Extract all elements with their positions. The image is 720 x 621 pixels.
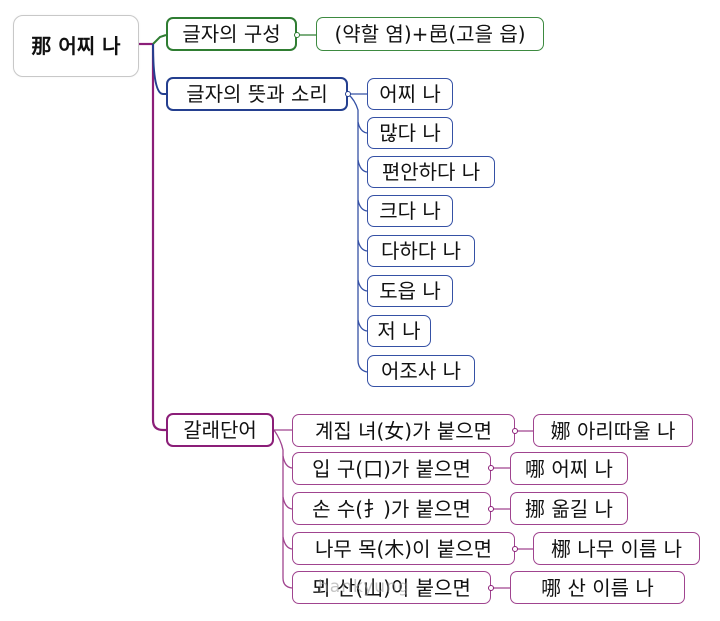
composition-item-label: (약할 염)+邑(고을 읍) bbox=[334, 22, 526, 46]
root-node: 那 어찌 나 bbox=[13, 15, 139, 77]
meaning-item-label: 어찌 나 bbox=[379, 82, 441, 106]
derived-condition: 입 구(口)가 붙으면 bbox=[292, 452, 491, 485]
connector-dot bbox=[488, 465, 494, 471]
meaning-item: 많다 나 bbox=[367, 117, 453, 149]
meaning-item-label: 많다 나 bbox=[379, 121, 441, 145]
connector-dot bbox=[488, 585, 494, 591]
derived-result: 哪 산 이름 나 bbox=[510, 571, 685, 604]
derived-result: 娜 아리따울 나 bbox=[533, 414, 693, 447]
connector-dot bbox=[512, 546, 518, 552]
meaning-item-label: 저 나 bbox=[377, 319, 421, 343]
derived-result: 梛 나무 이름 나 bbox=[533, 532, 700, 565]
connector-dot bbox=[512, 428, 518, 434]
branch-derived: 갈래단어 bbox=[166, 413, 274, 447]
connector-dot bbox=[294, 32, 300, 38]
meaning-item: 저 나 bbox=[367, 315, 431, 347]
derived-result: 哪 어찌 나 bbox=[510, 452, 628, 485]
derived-condition-label: 나무 목(木)이 붙으면 bbox=[314, 536, 493, 561]
derived-condition-label: 계집 녀(女)가 붙으면 bbox=[314, 418, 493, 443]
branch-derived-label: 갈래단어 bbox=[183, 418, 257, 442]
derived-result-label: 挪 옮길 나 bbox=[525, 496, 613, 521]
branch-meaning-label: 글자의 뜻과 소리 bbox=[186, 82, 328, 106]
derived-result-label: 哪 산 이름 나 bbox=[541, 575, 654, 600]
meaning-item-label: 다하다 나 bbox=[381, 239, 461, 263]
derived-result-label: 哪 어찌 나 bbox=[525, 456, 613, 481]
derived-result-label: 娜 아리따울 나 bbox=[550, 418, 676, 443]
root-label: 那 어찌 나 bbox=[31, 34, 121, 58]
meaning-item: 편안하다 나 bbox=[367, 156, 495, 188]
derived-condition: 계집 녀(女)가 붙으면 bbox=[292, 414, 515, 447]
derived-condition-label: 입 구(口)가 붙으면 bbox=[312, 456, 471, 481]
derived-condition-label: 뫼 산(山)이 붙으면 bbox=[312, 575, 471, 600]
derived-condition: 손 수(扌)가 붙으면 bbox=[292, 492, 491, 525]
composition-item: (약할 염)+邑(고을 읍) bbox=[316, 17, 544, 51]
derived-condition: 뫼 산(山)이 붙으면 bbox=[292, 571, 491, 604]
derived-condition: 나무 목(木)이 붙으면 bbox=[292, 532, 515, 565]
branch-meaning: 글자의 뜻과 소리 bbox=[166, 77, 348, 111]
meaning-item: 어조사 나 bbox=[367, 355, 475, 387]
meaning-item-label: 편안하다 나 bbox=[381, 160, 481, 184]
derived-result: 挪 옮길 나 bbox=[510, 492, 628, 525]
branch-composition-label: 글자의 구성 bbox=[182, 22, 281, 46]
meaning-item-label: 도읍 나 bbox=[379, 279, 441, 303]
derived-condition-label: 손 수(扌)가 붙으면 bbox=[312, 496, 471, 521]
derived-result-label: 梛 나무 이름 나 bbox=[550, 536, 683, 561]
connector-dot bbox=[345, 91, 351, 97]
meaning-item: 다하다 나 bbox=[367, 235, 475, 267]
meaning-item: 어찌 나 bbox=[367, 78, 453, 110]
connector-dot bbox=[488, 506, 494, 512]
meaning-item-label: 어조사 나 bbox=[381, 359, 461, 383]
branch-composition: 글자의 구성 bbox=[166, 17, 297, 51]
meaning-item-label: 크다 나 bbox=[379, 199, 441, 223]
meaning-item: 크다 나 bbox=[367, 195, 453, 227]
meaning-item: 도읍 나 bbox=[367, 275, 453, 307]
